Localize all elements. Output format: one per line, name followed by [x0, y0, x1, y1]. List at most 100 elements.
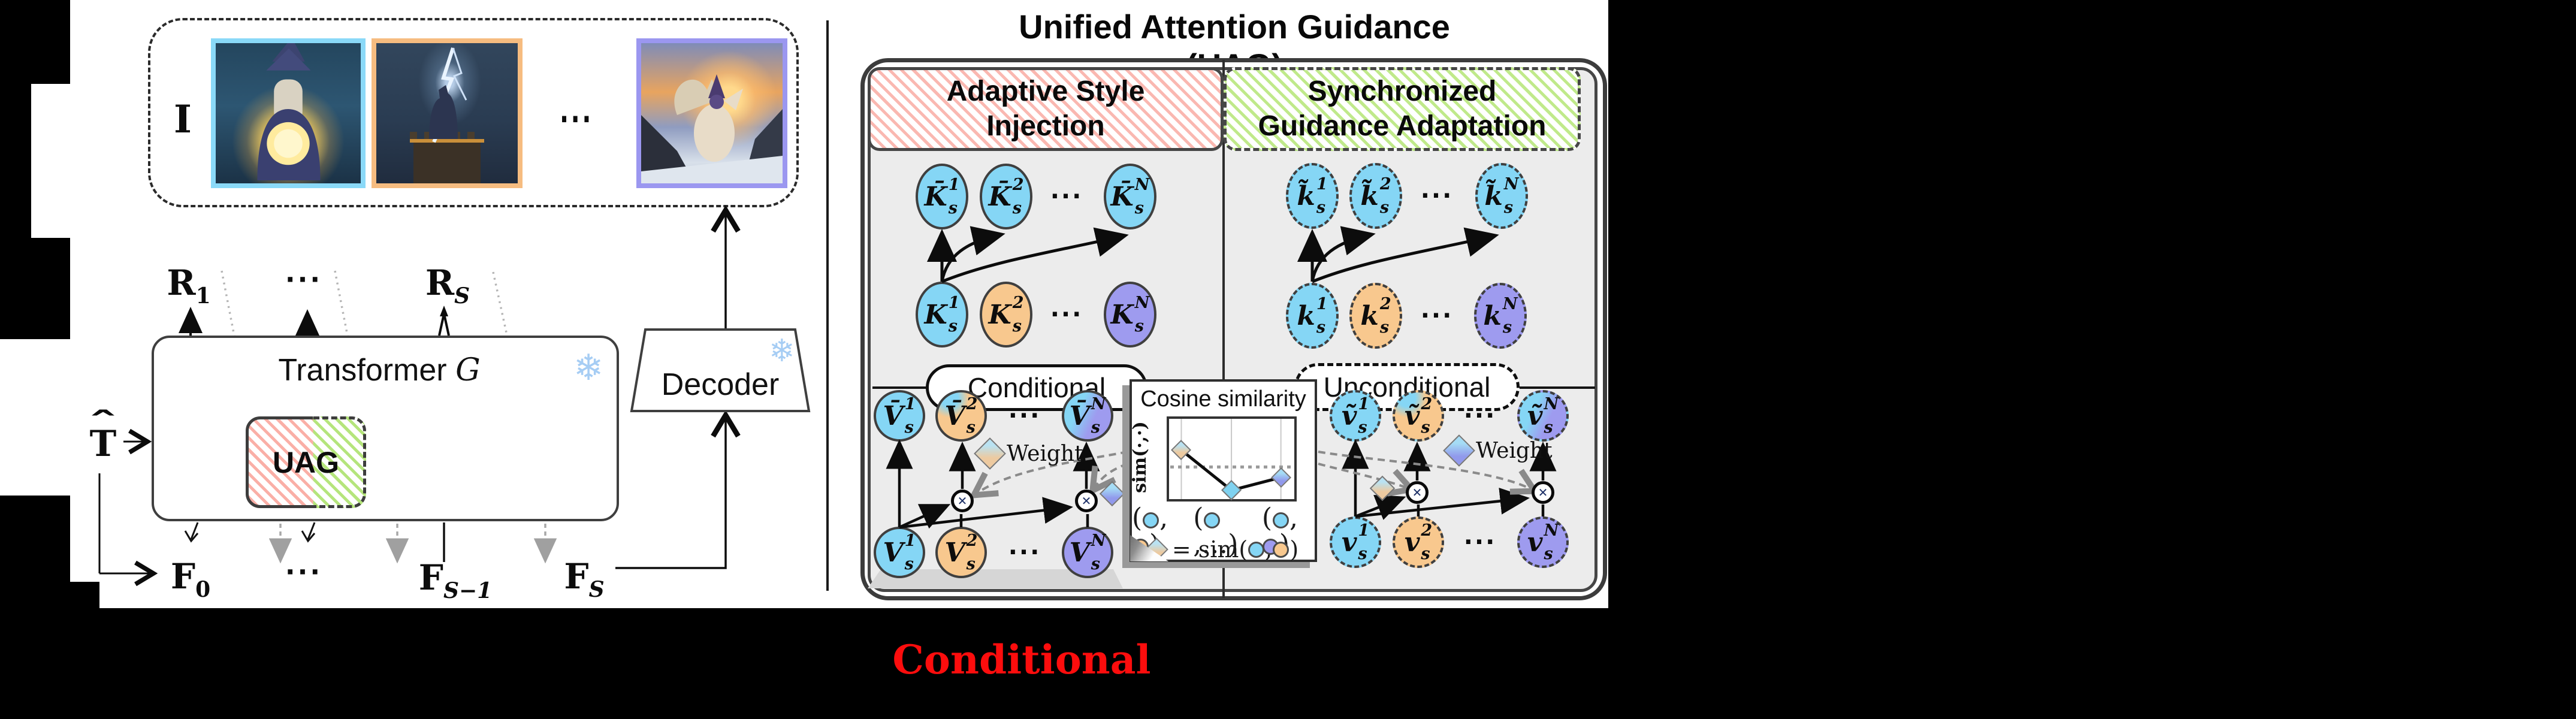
- pair-ellipsis: …: [1201, 529, 1228, 560]
- paper-notch-1: [31, 84, 70, 238]
- node-sub: s: [1544, 418, 1553, 437]
- frozen-snowflake-icon: ❄: [769, 333, 795, 369]
- header-adaptive-style-injection: Adaptive Style Injection: [868, 67, 1224, 151]
- node-base: k: [1483, 300, 1502, 331]
- input-label-f0: F0: [155, 556, 227, 602]
- node-base: k̃: [1484, 180, 1503, 212]
- ellipsis-dots: ···: [1050, 301, 1083, 328]
- wizard-lightning-art: [410, 47, 484, 183]
- node-sub: s: [1421, 418, 1430, 437]
- image-set-label: I: [174, 97, 192, 142]
- transformer-label: Transformer G: [170, 352, 589, 388]
- node-sub: s: [1502, 318, 1512, 337]
- node-sup: 1: [904, 531, 916, 550]
- node-sup: N: [1503, 175, 1519, 194]
- t-hat-accent: ˆ: [87, 405, 119, 443]
- weight-label-right: Weight: [1476, 439, 1553, 463]
- node-base: V̄: [944, 400, 965, 431]
- wizard-orb-image: [211, 38, 366, 188]
- node-base: ṽ: [1341, 400, 1357, 431]
- node-sub: s: [1134, 199, 1144, 217]
- header-synchronized-guidance-adaptation: Synchronized Guidance Adaptation: [1224, 67, 1581, 151]
- node-sub: s: [1012, 199, 1022, 217]
- node-sup: N: [1544, 521, 1559, 540]
- node-base: v: [1404, 527, 1420, 558]
- sga-header-line1: Synchronized: [1307, 75, 1497, 107]
- cosine-ylabel: sim(·,·): [1130, 421, 1150, 493]
- multiply-node: ✕: [1075, 490, 1098, 512]
- pair-color-dot: [1143, 512, 1159, 528]
- pair-color-dot: [1248, 541, 1265, 558]
- ellipsis-dots: ···: [1463, 402, 1497, 430]
- node-sub: s: [1134, 317, 1144, 336]
- node-base: k: [1297, 300, 1315, 331]
- node-base: ṽ: [1527, 400, 1543, 431]
- pair-color-dot: [1273, 541, 1289, 558]
- multiply-node: ✕: [1532, 481, 1554, 504]
- node-sub: s: [1358, 545, 1367, 563]
- fs1-sub: S−1: [443, 578, 493, 603]
- pair-group: (,…): [1193, 503, 1239, 560]
- sga-header-line2: Guidance Adaptation: [1258, 110, 1547, 142]
- t-hat-base: T: [89, 423, 117, 465]
- transformer-name: Transformer: [278, 353, 447, 388]
- node-sup: 2: [966, 531, 978, 550]
- node-sup: N: [1544, 395, 1559, 413]
- node-sup: N: [1134, 294, 1150, 312]
- node-base: K: [1110, 299, 1134, 330]
- frozen-snowflake-icon: ❄: [573, 347, 604, 389]
- rs-base: R: [425, 262, 455, 303]
- node-base: K̄: [988, 181, 1011, 212]
- node-sup: 1: [948, 294, 960, 312]
- node-sup: 2: [1379, 175, 1391, 194]
- node-base: K: [924, 299, 947, 330]
- pill-line: [1518, 386, 1595, 389]
- node-sub: s: [1316, 318, 1326, 337]
- cosine-legend: = sim(,): [1132, 536, 1315, 563]
- node-base: K̄: [1110, 181, 1134, 212]
- asi-header-line2: Injection: [986, 110, 1105, 142]
- node-sub: s: [966, 555, 976, 573]
- output-label-r1: R1: [147, 262, 231, 309]
- node-sub: s: [1379, 318, 1390, 337]
- legend-comma: ,: [1265, 536, 1273, 563]
- node-sup: 2: [1012, 294, 1024, 312]
- node-sup: N: [1091, 395, 1106, 413]
- node-sub: s: [1091, 555, 1100, 573]
- caption-conditional: Conditional: [892, 636, 1151, 683]
- node-base: v: [1527, 527, 1543, 558]
- node-sub: s: [1421, 545, 1430, 563]
- node-base: V: [883, 537, 904, 568]
- black-mask: [0, 582, 99, 609]
- fs-base: F: [564, 556, 589, 597]
- inputs-ellipsis: ···: [285, 557, 323, 588]
- node-sup: 1: [1358, 521, 1370, 540]
- node-base: V̄: [1069, 400, 1090, 431]
- section-divider-line: [826, 20, 829, 591]
